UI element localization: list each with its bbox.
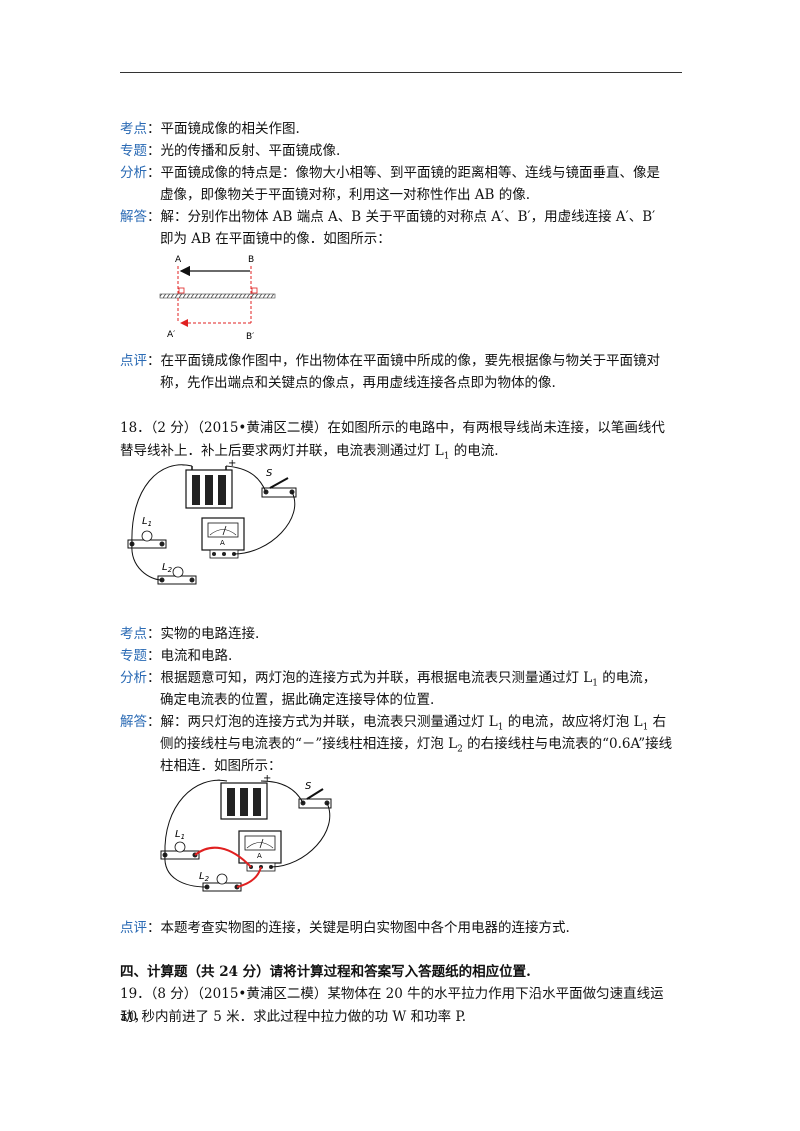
q17-kaodian: 考点：平面镜成像的相关作图. [120, 119, 685, 140]
ammeter [201, 517, 245, 559]
zhuanti-text: ：光的传播和反射、平面镜成像. [147, 143, 341, 159]
q18-jieda: 解答：解：两只灯泡的连接方式为并联，电流表只测量通过灯 L1 的电流，故应将灯泡… [120, 714, 667, 733]
q17-fenxi: 分析：平面镜成像的特点是：像物大小相等、到平面镜的距离相等、连线与镜面垂直、像是 [120, 163, 685, 184]
ammeter-label: A [220, 539, 225, 547]
q18-zhuanti: 专题：电流和电路. [120, 648, 233, 664]
switch [261, 477, 297, 498]
q18-fenxi: 分析：根据题意可知，两灯泡的连接方式为并联，再根据电流表只测量通过灯 L1 的电… [120, 670, 657, 689]
q17-dianping: 点评：在平面镜成像作图中，作出物体在平面镜中所成的像，要先根据像与物关于平面镜对 [120, 351, 685, 372]
battery [220, 782, 268, 820]
q19-stem-line1: 19．（8 分）（2015•黄浦区二模）某物体在 20 牛的水平拉力作用下沿水平… [120, 986, 664, 1025]
q17-fenxi-line2: 虚像，即像物关于平面镜对称，利用这一对称性作出 AB 的像. [160, 187, 531, 203]
jieda-label: 解答 [120, 209, 147, 225]
section-4-title: 四、计算题（共 24 分）请将计算过程和答案写入答题纸的相应位置. [120, 964, 531, 980]
jieda-text: ：解：分别作出物体 AB 端点 A、B 关于平面镜的对称点 A′、B′，用虚线连… [147, 209, 656, 225]
fenxi-text: ：平面镜成像的特点是：像物大小相等、到平面镜的距离相等、连线与镜面垂直、像是 [147, 165, 660, 181]
battery-plus: + [228, 458, 236, 469]
switch-label: S [266, 468, 273, 479]
q18-fenxi-line2: 确定电流表的位置，据此确定连接导体的位置. [160, 692, 435, 708]
ammeter [238, 830, 282, 872]
switch-label: S [305, 781, 312, 792]
wire-l1-l2 [164, 854, 208, 888]
added-wire-l1-ammeter [194, 846, 252, 868]
zhuanti-label: 专题 [120, 143, 147, 159]
battery-minus: - [182, 460, 186, 471]
lamp-l2-label: L2 [199, 871, 210, 883]
point-b2-label: B′ [246, 332, 254, 342]
q17-jieda-line2: 即为 AB 在平面镜中的像．如图所示： [160, 231, 391, 247]
header-rule [120, 72, 682, 73]
q18-stem-line2: 替导线补上．补上后要求两灯并联，电流表测通过灯 L1 的电流. [120, 443, 499, 462]
wire-battery-l1 [164, 779, 228, 856]
battery [185, 466, 233, 509]
battery-plus: + [263, 775, 271, 784]
lamp-l1 [127, 530, 167, 549]
dianping-text: ：在平面镜成像作图中，作出物体在平面镜中所成的像，要先根据像与物关于平面镜对 [147, 353, 660, 369]
plane-mirror [159, 293, 276, 299]
lamp-l1-label: L1 [175, 829, 185, 841]
mirror-figure: A B A′ B′ [159, 255, 276, 342]
wire-l1-l2 [131, 543, 163, 581]
wire-battery-l1 [131, 464, 193, 545]
point-b-label: B [248, 255, 254, 265]
lamp-l1-label: L1 [142, 516, 152, 528]
wire-switch-ammeter [270, 802, 331, 868]
dianping-label: 点评 [120, 353, 147, 369]
wire-switch-ammeter [233, 491, 296, 555]
added-wire-l2-ammeter [236, 866, 262, 888]
circuit-figure-2: - + S A L1 L2 [160, 775, 332, 892]
q18-jieda-line3: 柱相连．如图所示： [160, 758, 282, 774]
q18-kaodian: 考点：实物的电路连接. [120, 626, 260, 642]
circuit-figure-1: - + S A L1 L2 [127, 458, 297, 585]
right-angle-b [251, 287, 258, 294]
q17-jieda: 解答：解：分别作出物体 AB 端点 A、B 关于平面镜的对称点 A′、B′，用虚… [120, 207, 685, 228]
wire-battery-switch [260, 780, 304, 804]
q18-dianping: 点评：本题考查实物图的连接，关键是明白实物图中各个用电器的连接方式. [120, 920, 570, 936]
fenxi-label: 分析 [120, 165, 147, 181]
switch [298, 788, 332, 809]
lamp-l1 [160, 841, 200, 860]
ammeter-label: A [257, 852, 262, 860]
q17-dianping-line2: 称，先作出端点和关键点的像点，再用虚线连接各点即为物体的像. [160, 375, 556, 391]
right-angle-a [178, 287, 185, 294]
point-a2-label: A′ [167, 330, 175, 340]
wire-battery-switch [225, 465, 267, 493]
q18-jieda-line2: 侧的接线柱与电流表的“－”接线柱相连接，灯泡 L2 的右接线柱与电流表的“0.6… [160, 736, 673, 755]
point-a-label: A [175, 255, 182, 265]
kaodian-label: 考点 [120, 121, 147, 137]
kaodian-text: ：平面镜成像的相关作图. [147, 121, 300, 137]
q19-stem-line2: 10 秒内前进了 5 米．求此过程中拉力做的功 W 和功率 P. [120, 1009, 467, 1025]
q18-stem-line1: 18．（2 分）（2015•黄浦区二模）在如图所示的电路中，有两根导线尚未连接，… [120, 420, 665, 436]
q17-zhuanti: 专题：光的传播和反射、平面镜成像. [120, 141, 685, 162]
lamp-l2-label: L2 [162, 562, 173, 574]
